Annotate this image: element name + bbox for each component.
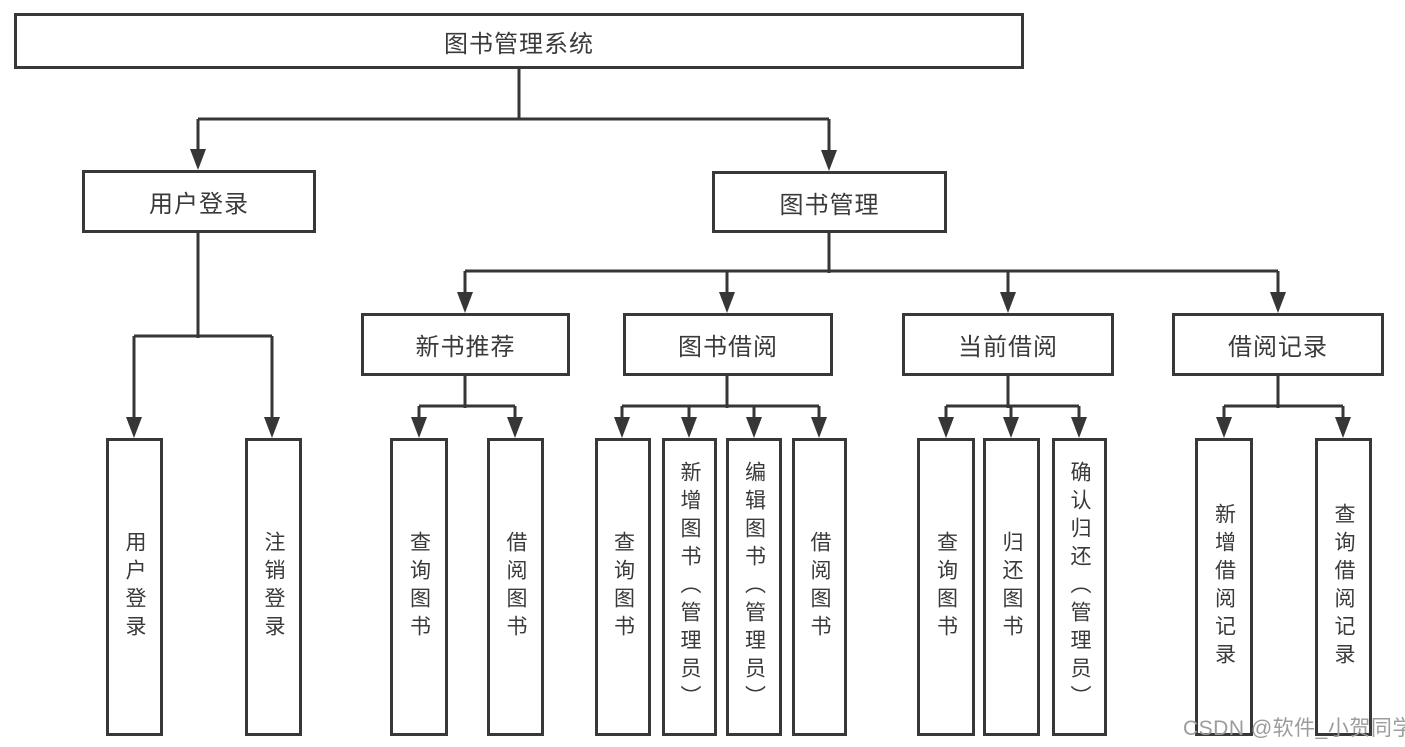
leaf-logout: 注销登录 — [245, 438, 302, 736]
node-label: 借阅图书 — [808, 531, 832, 643]
leaf-user-login: 用户登录 — [106, 438, 163, 736]
node-label: 确认归还（管理员） — [1068, 461, 1092, 713]
leaf-add-borrow-record: 新增借阅记录 — [1195, 438, 1253, 736]
node-book-borrowing: 图书借阅 — [623, 313, 833, 376]
node-label: 查询图书 — [934, 531, 958, 643]
leaf-confirm-return-admin: 确认归还（管理员） — [1052, 438, 1107, 736]
node-label: 借阅记录 — [1228, 334, 1328, 361]
leaf-query-books-borrowing: 查询图书 — [595, 438, 651, 736]
arrowhead-layer — [126, 149, 1351, 438]
node-label: 编辑图书（管理员） — [742, 461, 766, 713]
node-label: 新书推荐 — [415, 334, 516, 361]
node-current-borrowing: 当前借阅 — [902, 313, 1114, 376]
node-label: 查询借阅记录 — [1332, 503, 1356, 671]
node-library-management-system: 图书管理系统 — [14, 13, 1024, 69]
node-label: 图书管理系统 — [444, 30, 594, 58]
connector-stroke-layer — [132, 69, 1345, 418]
node-borrowing-records: 借阅记录 — [1172, 313, 1384, 376]
node-label: 借阅图书 — [504, 531, 528, 643]
node-label: 新增借阅记录 — [1212, 503, 1236, 671]
node-label: 归还图书 — [1000, 531, 1024, 643]
leaf-return-book: 归还图书 — [983, 438, 1040, 736]
node-label: 查询图书 — [407, 531, 431, 643]
node-label: 用户登录 — [149, 191, 249, 218]
leaf-borrow-books-borrowing: 借阅图书 — [792, 438, 847, 736]
leaf-edit-book-admin: 编辑图书（管理员） — [726, 438, 782, 736]
node-book-management: 图书管理 — [712, 171, 947, 233]
node-label: 查询图书 — [611, 531, 635, 643]
node-user-login: 用户登录 — [82, 170, 316, 233]
leaf-borrow-books-recommend: 借阅图书 — [487, 438, 544, 736]
node-label: 注销登录 — [262, 531, 286, 643]
node-label: 当前借阅 — [958, 334, 1058, 361]
leaf-query-books-current: 查询图书 — [917, 438, 975, 736]
node-label: 用户登录 — [123, 531, 147, 643]
node-label: 新增图书（管理员） — [678, 461, 702, 713]
node-label: 图书借阅 — [678, 334, 778, 361]
node-new-book-recommendation: 新书推荐 — [361, 313, 570, 376]
watermark-csdn: CSDN @软件_小贺同学 — [1183, 717, 1405, 740]
leaf-query-books-recommend: 查询图书 — [390, 438, 448, 736]
node-label: 图书管理 — [779, 191, 880, 219]
leaf-query-borrow-record: 查询借阅记录 — [1315, 438, 1372, 736]
leaf-add-book-admin: 新增图书（管理员） — [662, 438, 717, 736]
